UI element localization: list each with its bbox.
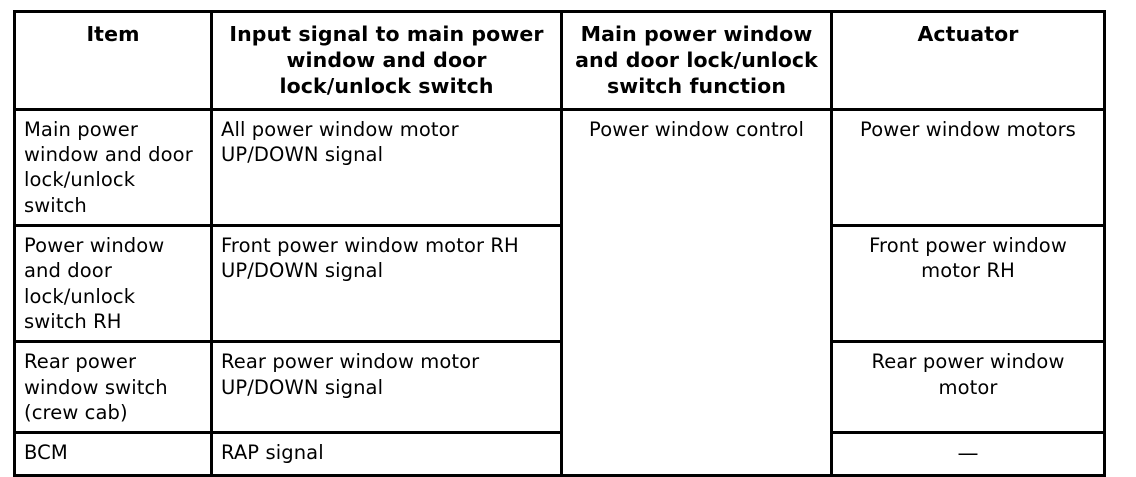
- cell-actuator-text: —: [957, 441, 979, 466]
- cell-item: Rear power window switch (crew cab): [13, 340, 213, 435]
- cell-item-text: BCM: [24, 441, 68, 465]
- column-header-switch-function: Main power window and door lock/unlock s…: [560, 10, 833, 111]
- cell-actuator-text: Power window motors: [860, 117, 1076, 141]
- table-row: Main power window and door lock/unlock s…: [13, 107, 1106, 477]
- cell-switch-function-text: Power window control: [589, 117, 804, 141]
- cell-actuator: Front power window motor RH: [830, 224, 1106, 344]
- column-header-actuator-label: Actuator: [917, 22, 1019, 46]
- cell-item-text: Power window and door lock/unlock switch…: [24, 234, 165, 334]
- cell-actuator: —: [830, 431, 1106, 477]
- column-header-item: Item: [13, 10, 213, 111]
- cell-actuator: Rear power window motor: [830, 340, 1106, 435]
- table-row: Rear power window switch (crew cab) Rear…: [13, 340, 1106, 435]
- table-header: Item Input signal to main power window a…: [13, 10, 1106, 111]
- column-header-input-signal: Input signal to main power window and do…: [210, 10, 563, 111]
- cell-actuator-text: Front power window motor RH: [869, 234, 1067, 283]
- cell-input-signal-text: RAP signal: [221, 441, 324, 465]
- cell-actuator-text: Rear power window motor: [871, 350, 1065, 399]
- table-header-row: Item Input signal to main power window a…: [13, 10, 1106, 111]
- cell-item: Main power window and door lock/unlock s…: [13, 107, 213, 228]
- power-window-signal-table: Item Input signal to main power window a…: [13, 10, 1106, 477]
- column-header-input-signal-label: Input signal to main power window and do…: [229, 22, 544, 99]
- cell-input-signal-text: Rear power window motor UP/DOWN signal: [221, 350, 480, 399]
- column-header-switch-function-label: Main power window and door lock/unlock s…: [575, 22, 818, 99]
- cell-input-signal: Rear power window motor UP/DOWN signal: [210, 340, 563, 435]
- cell-actuator: Power window motors: [830, 107, 1106, 228]
- cell-item-text: Rear power window switch (crew cab): [24, 350, 168, 425]
- cell-input-signal-text: All power window motor UP/DOWN signal: [221, 117, 459, 167]
- spec-table-container: Item Input signal to main power window a…: [13, 10, 1106, 477]
- table-row: BCM RAP signal —: [13, 431, 1106, 477]
- cell-item: Power window and door lock/unlock switch…: [13, 224, 213, 344]
- table-row: Power window and door lock/unlock switch…: [13, 224, 1106, 344]
- cell-input-signal: All power window motor UP/DOWN signal: [210, 107, 563, 228]
- table-body: Main power window and door lock/unlock s…: [13, 107, 1106, 477]
- column-header-item-label: Item: [86, 22, 140, 46]
- column-header-actuator: Actuator: [830, 10, 1106, 111]
- cell-switch-function-merged: Power window control: [560, 107, 833, 477]
- cell-input-signal: RAP signal: [210, 431, 563, 477]
- cell-item: BCM: [13, 431, 213, 477]
- cell-input-signal-text: Front power window motor RH UP/DOWN sign…: [221, 234, 519, 283]
- cell-input-signal: Front power window motor RH UP/DOWN sign…: [210, 224, 563, 344]
- cell-item-text: Main power window and door lock/unlock s…: [24, 117, 193, 217]
